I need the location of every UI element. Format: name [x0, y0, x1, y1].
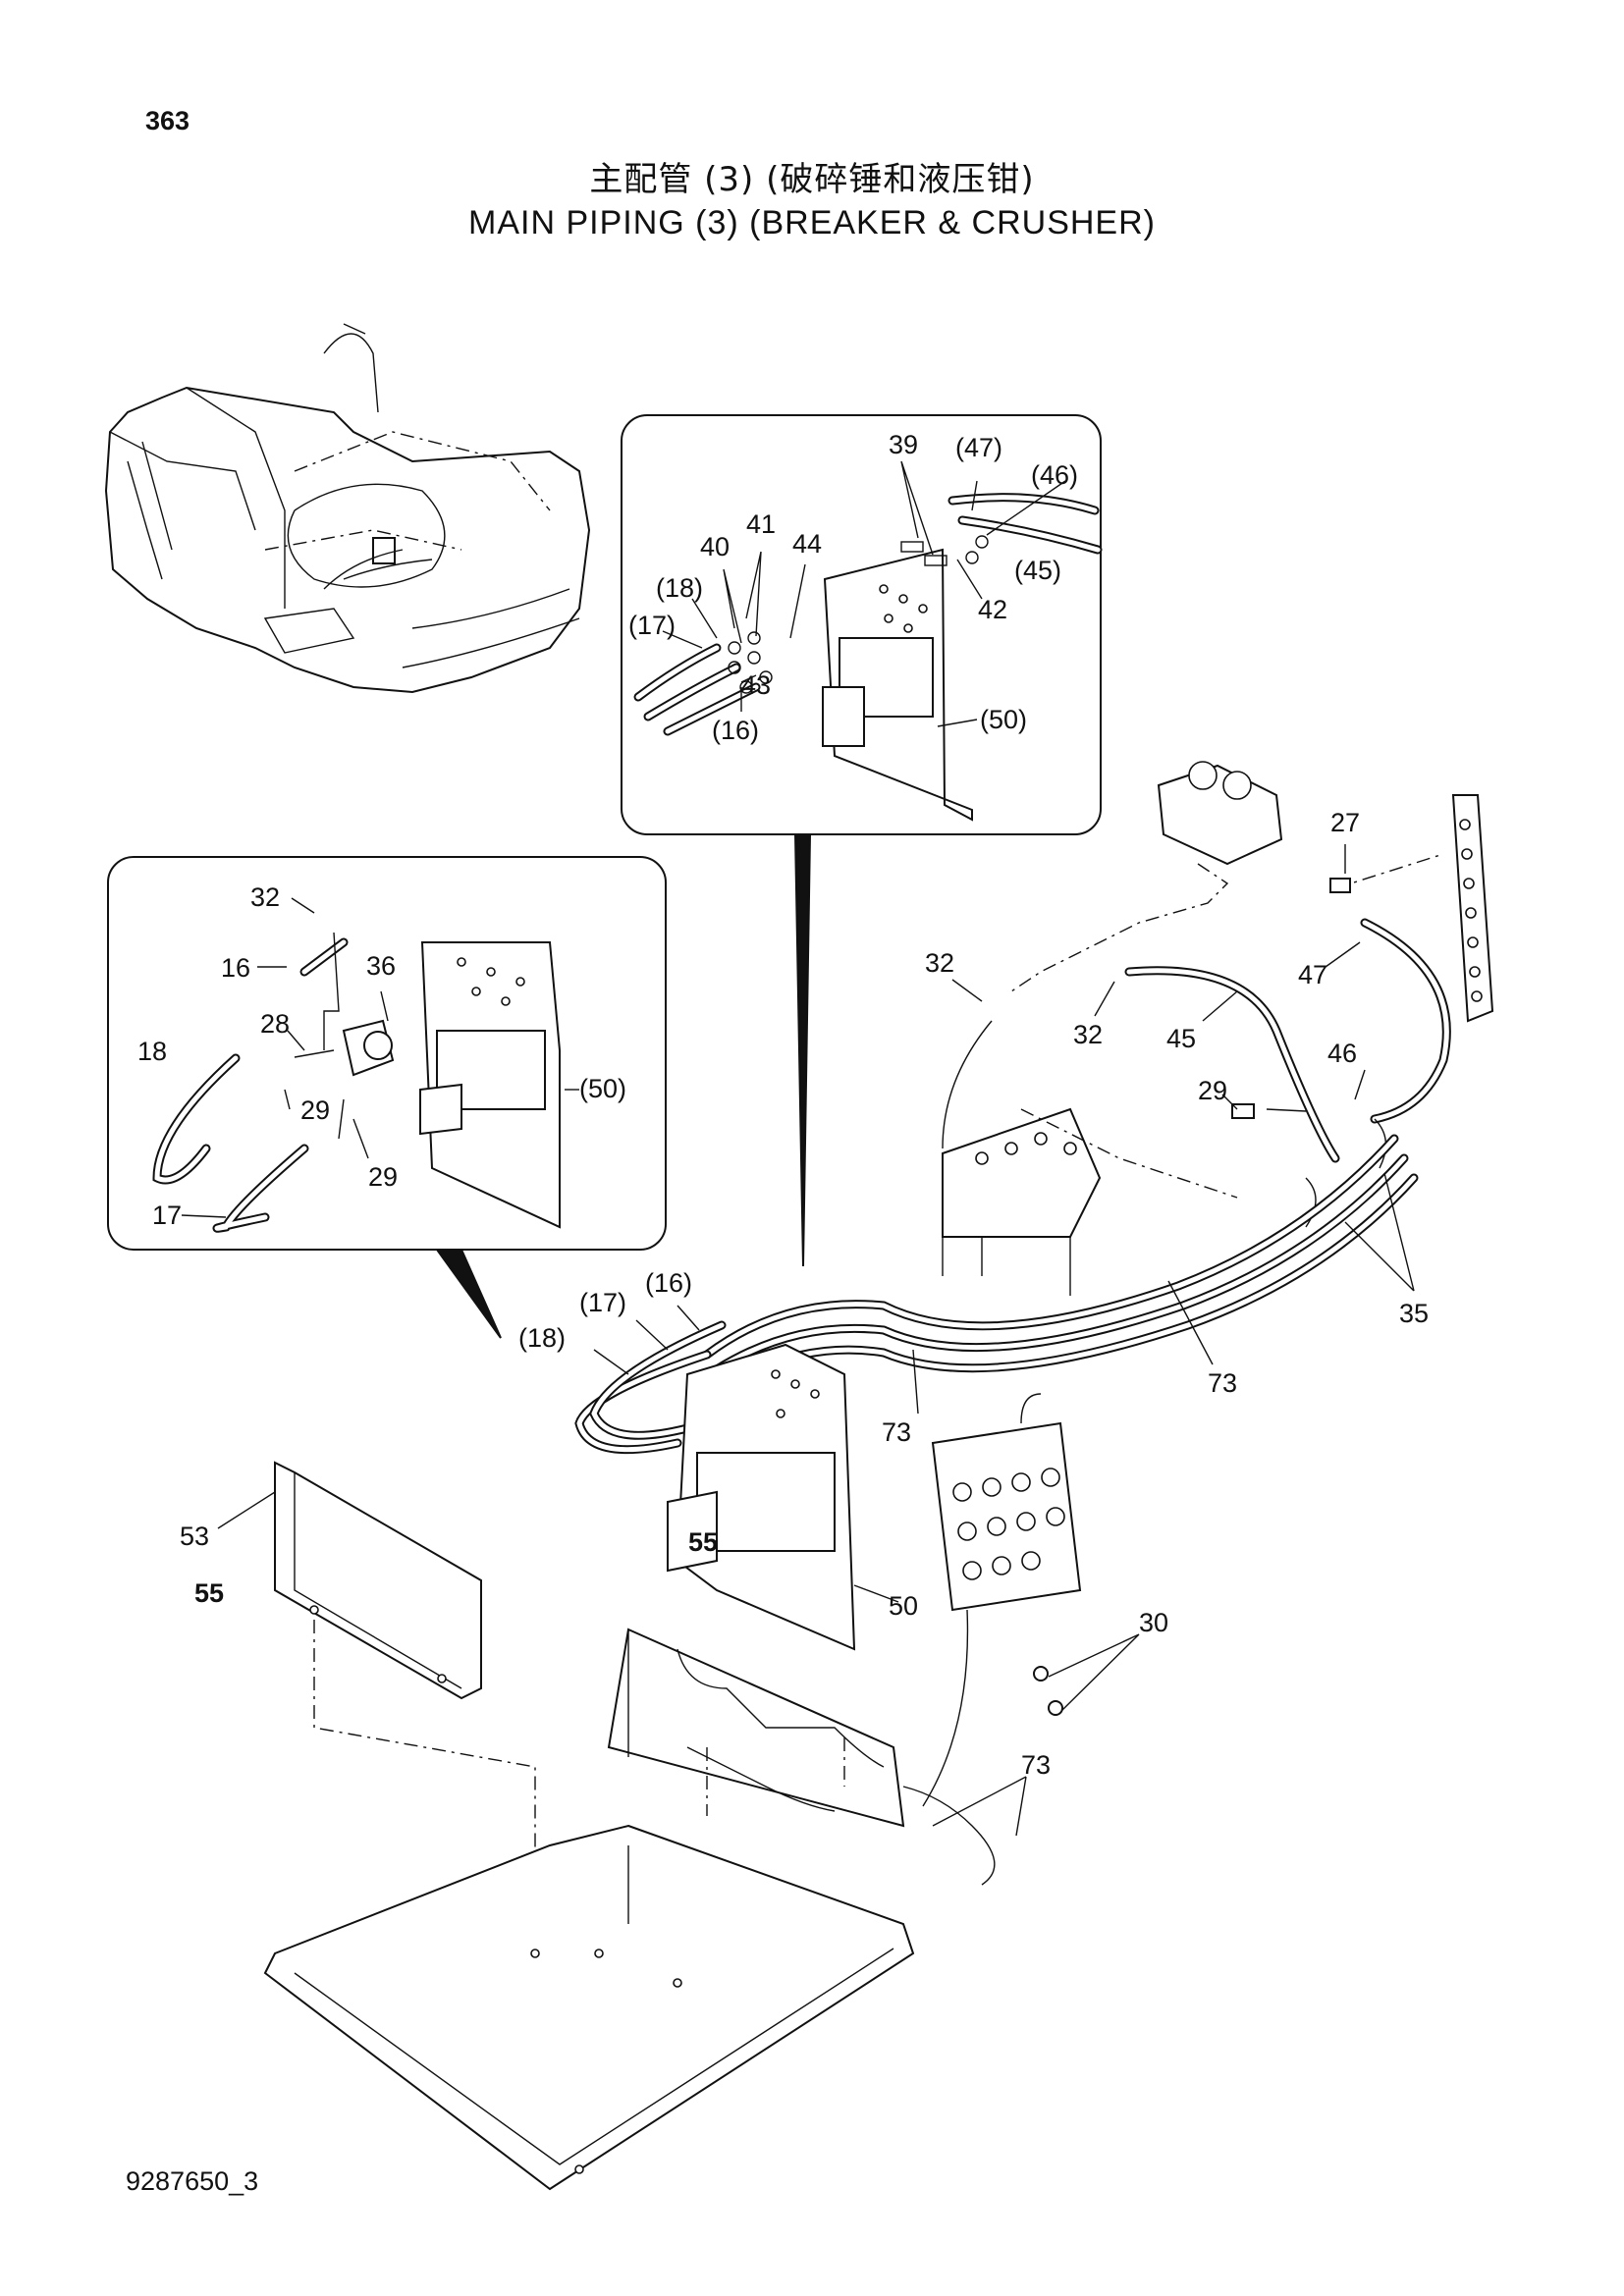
- callout-labels-center-assembly: (16) (17) (18) 73 53 55 55 50 30 73: [180, 1268, 1168, 1780]
- callout-label: 35: [1399, 1299, 1429, 1328]
- main-hose-run: [574, 1134, 1419, 1455]
- top-detail-inset: [621, 414, 1103, 1267]
- callout-label: (50): [980, 705, 1027, 734]
- callout-label: (18): [656, 573, 703, 603]
- leader-lines: [181, 460, 1415, 1837]
- callout-label: 29: [368, 1162, 398, 1192]
- callout-label: 30: [1139, 1608, 1168, 1637]
- callout-label: (18): [518, 1323, 566, 1353]
- callout-label: 29: [1198, 1076, 1227, 1105]
- callout-label: (16): [712, 716, 759, 745]
- callout-label: 47: [1298, 960, 1327, 989]
- left-detail-inset: [107, 856, 667, 1339]
- callout-label: 40: [700, 532, 730, 561]
- callout-label: (46): [1031, 460, 1078, 490]
- callout-label: (17): [579, 1288, 626, 1317]
- callout-label: (50): [579, 1074, 626, 1103]
- callout-label: 32: [250, 882, 280, 912]
- cover-panel-53: [274, 1461, 536, 1953]
- page-title-english: MAIN PIPING (3) (BREAKER & CRUSHER): [468, 204, 1156, 241]
- callout-label: 55: [688, 1527, 718, 1557]
- callout-label: 44: [792, 529, 822, 559]
- callout-label: 43: [741, 670, 771, 700]
- callout-label: 73: [1208, 1368, 1237, 1398]
- callout-labels-top-inset: 39 (47) (46) 41 40 44 (45) (18) 42 (17) …: [628, 430, 1078, 745]
- right-valve-and-hose-assembly: [942, 761, 1494, 1296]
- callout-label: 18: [137, 1037, 167, 1066]
- callout-label: 32: [1073, 1020, 1103, 1049]
- center-bracket-50: [667, 1343, 856, 1651]
- floor-base-plate: [263, 1628, 996, 2191]
- callout-label: 73: [882, 1417, 911, 1447]
- page-number: 363: [145, 106, 190, 135]
- callout-label: 41: [746, 509, 776, 539]
- callout-label: 29: [300, 1095, 330, 1125]
- callout-label: 28: [260, 1009, 290, 1039]
- excavator-overview-illustration: [104, 323, 591, 694]
- pilot-control-block: [922, 1393, 1082, 1807]
- callout-label: (45): [1014, 556, 1061, 585]
- page-title-chinese: 主配管 (3) (破碎锤和液压钳): [589, 160, 1035, 199]
- callout-label: 36: [366, 951, 396, 981]
- callout-label: (17): [628, 611, 676, 640]
- callout-label: 50: [889, 1591, 918, 1621]
- callout-label: 73: [1021, 1750, 1051, 1780]
- callout-label: (16): [645, 1268, 692, 1298]
- callout-label: 17: [152, 1201, 182, 1230]
- callout-label: 32: [925, 948, 954, 978]
- callout-label: 55: [194, 1578, 224, 1608]
- callout-label: 45: [1166, 1024, 1196, 1053]
- document-code: 9287650_3: [126, 2166, 259, 2196]
- callout-label: 27: [1330, 808, 1360, 837]
- callout-label: 39: [889, 430, 918, 459]
- callout-labels-left-inset: 32 16 36 28 18 (50) 29 29 17: [137, 882, 626, 1230]
- callout-label: 46: [1327, 1039, 1357, 1068]
- callout-label: 53: [180, 1522, 209, 1551]
- callout-label: 42: [978, 595, 1007, 624]
- callout-label: 16: [221, 953, 250, 983]
- callout-labels-right-assembly: 27 32 47 32 45 46 29 35 73: [925, 808, 1429, 1398]
- callout-label: (47): [955, 433, 1002, 462]
